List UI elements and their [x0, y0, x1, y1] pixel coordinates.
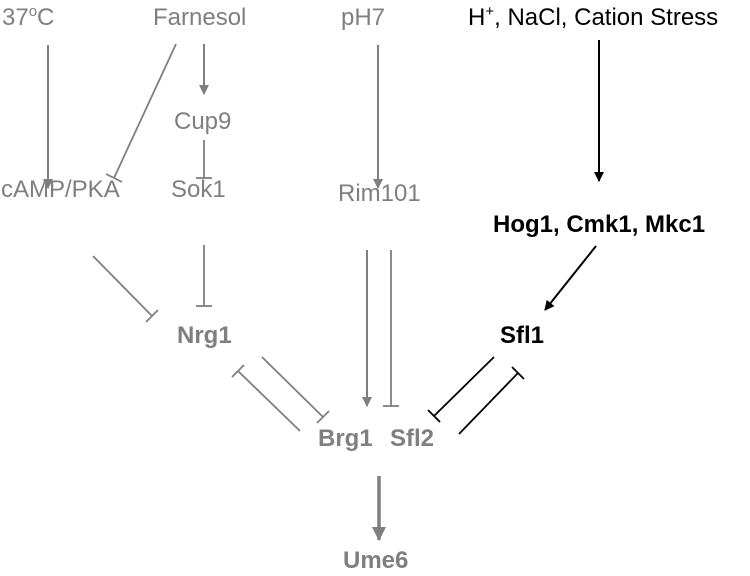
node-sok1: Sok1	[171, 176, 226, 203]
node-ph7: pH7	[341, 4, 385, 31]
arrow-hog1-cmk1-mkc1-to-sfl1	[544, 245, 597, 311]
inhibit-farnesol-to-camp-pka	[105, 43, 177, 183]
node-sfl2: Sfl2	[390, 425, 434, 452]
node-sfl1: Sfl1	[500, 322, 544, 349]
inhibit-camp-pka-to-nrg1	[92, 255, 159, 323]
inhibit-sfl2-to-sfl1	[458, 366, 525, 435]
inhibit-rim101-to-sfl2	[383, 250, 399, 407]
node-nrg1: Nrg1	[177, 322, 232, 349]
node-camp-pka: cAMP/PKA	[1, 176, 120, 203]
node-37c: 37oC	[2, 3, 54, 31]
inhibit-cup9-to-sok1	[196, 140, 212, 179]
node-brg1: Brg1	[318, 425, 373, 452]
node-ume6: Ume6	[343, 547, 408, 574]
inhibit-sfl1-to-sfl2	[427, 356, 495, 423]
node-rim101: Rim101	[338, 180, 421, 207]
inhibit-brg1-to-nrg1	[231, 364, 301, 432]
inhibit-sok1-to-nrg1	[196, 245, 212, 307]
node-farnesol: Farnesol	[153, 4, 246, 31]
inhibit-nrg1-to-brg1	[261, 356, 330, 424]
node-cation-stress: H+, NaCl, Cation Stress	[468, 3, 718, 31]
node-cup9: Cup9	[174, 108, 231, 135]
node-hog1-cmk1-mkc1: Hog1, Cmk1, Mkc1	[493, 211, 705, 238]
